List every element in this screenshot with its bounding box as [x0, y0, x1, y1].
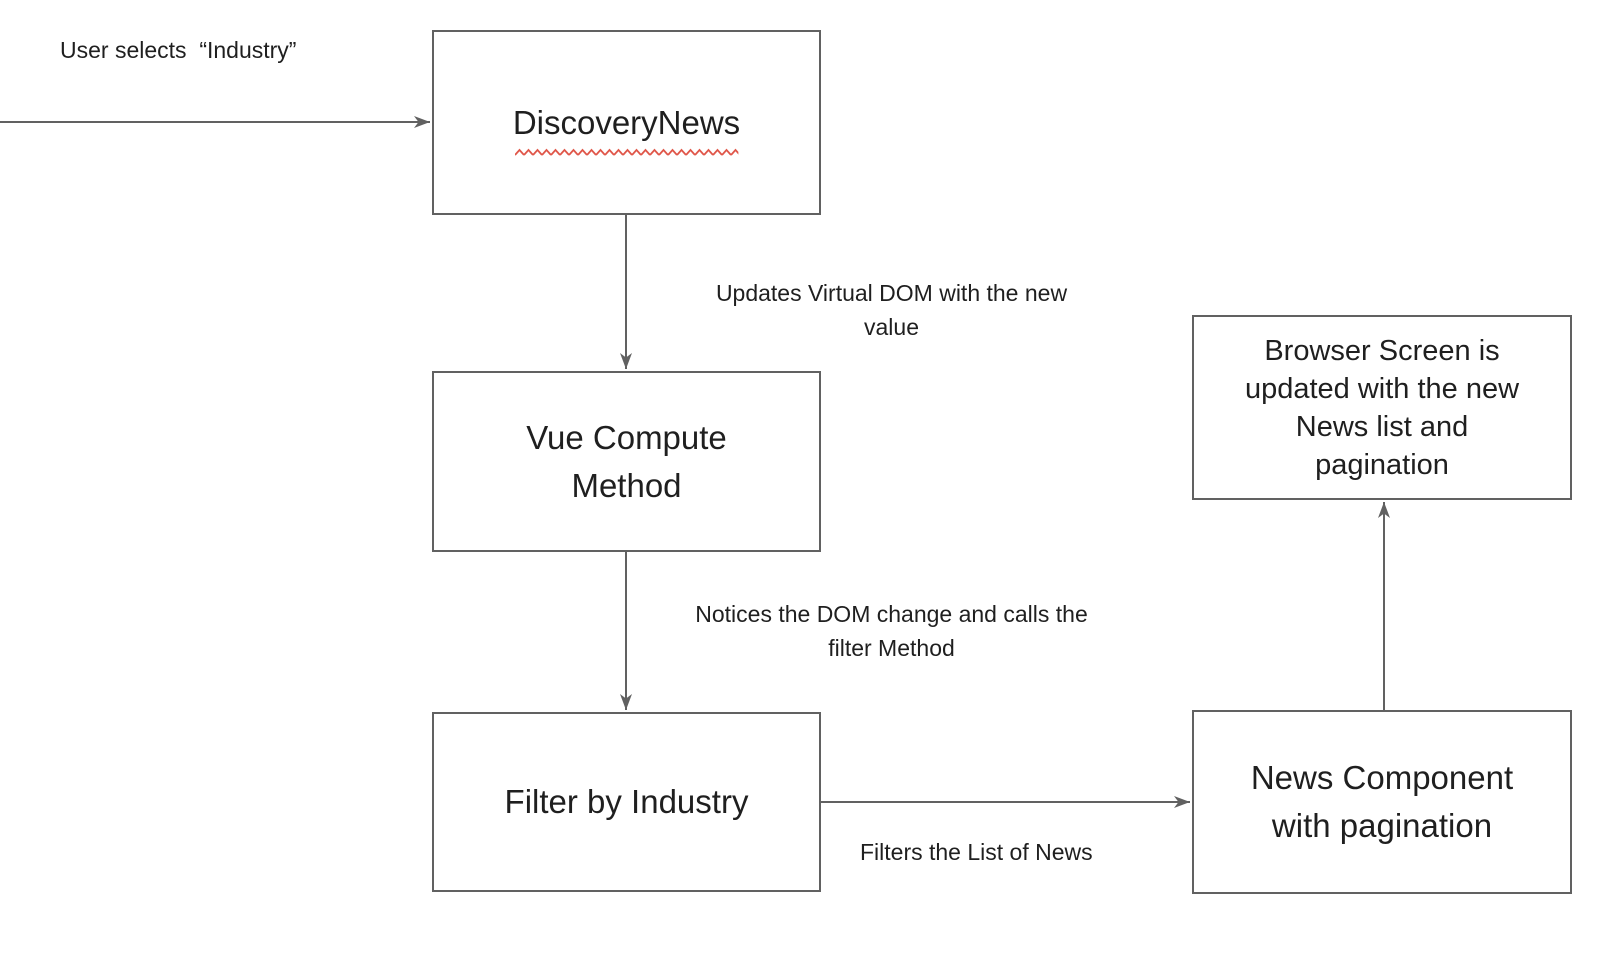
node-browser-screen-label: Browser Screen is updated with the new N… [1244, 334, 1520, 481]
spellcheck-squiggle-icon [514, 147, 739, 157]
node-vue-compute-method: Vue Compute Method [432, 371, 821, 552]
node-news-component-label: News Component with pagination [1250, 759, 1514, 844]
node-discoverynews-label: DiscoveryNews [512, 99, 741, 157]
edge-label-filters-list-of-news: Filters the List of News [860, 839, 1093, 865]
node-browser-screen: Browser Screen is updated with the new N… [1192, 315, 1572, 500]
node-label-text: DiscoveryNews [512, 103, 741, 141]
node-discoverynews: DiscoveryNews [432, 30, 821, 215]
node-filter-by-industry-label: Filter by Industry [504, 783, 749, 820]
edge-label-user-selects-industry: User selects “Industry” [60, 37, 297, 63]
edge-label-notices-dom-change: Notices the DOM change and calls the fil… [695, 601, 1088, 661]
edge-label-updates-virtual-dom: Updates Virtual DOM with the new value [715, 280, 1068, 340]
node-filter-by-industry: Filter by Industry [432, 712, 821, 892]
node-vue-compute-method-label: Vue Compute Method [526, 418, 727, 504]
node-news-component: News Component with pagination [1192, 710, 1572, 894]
